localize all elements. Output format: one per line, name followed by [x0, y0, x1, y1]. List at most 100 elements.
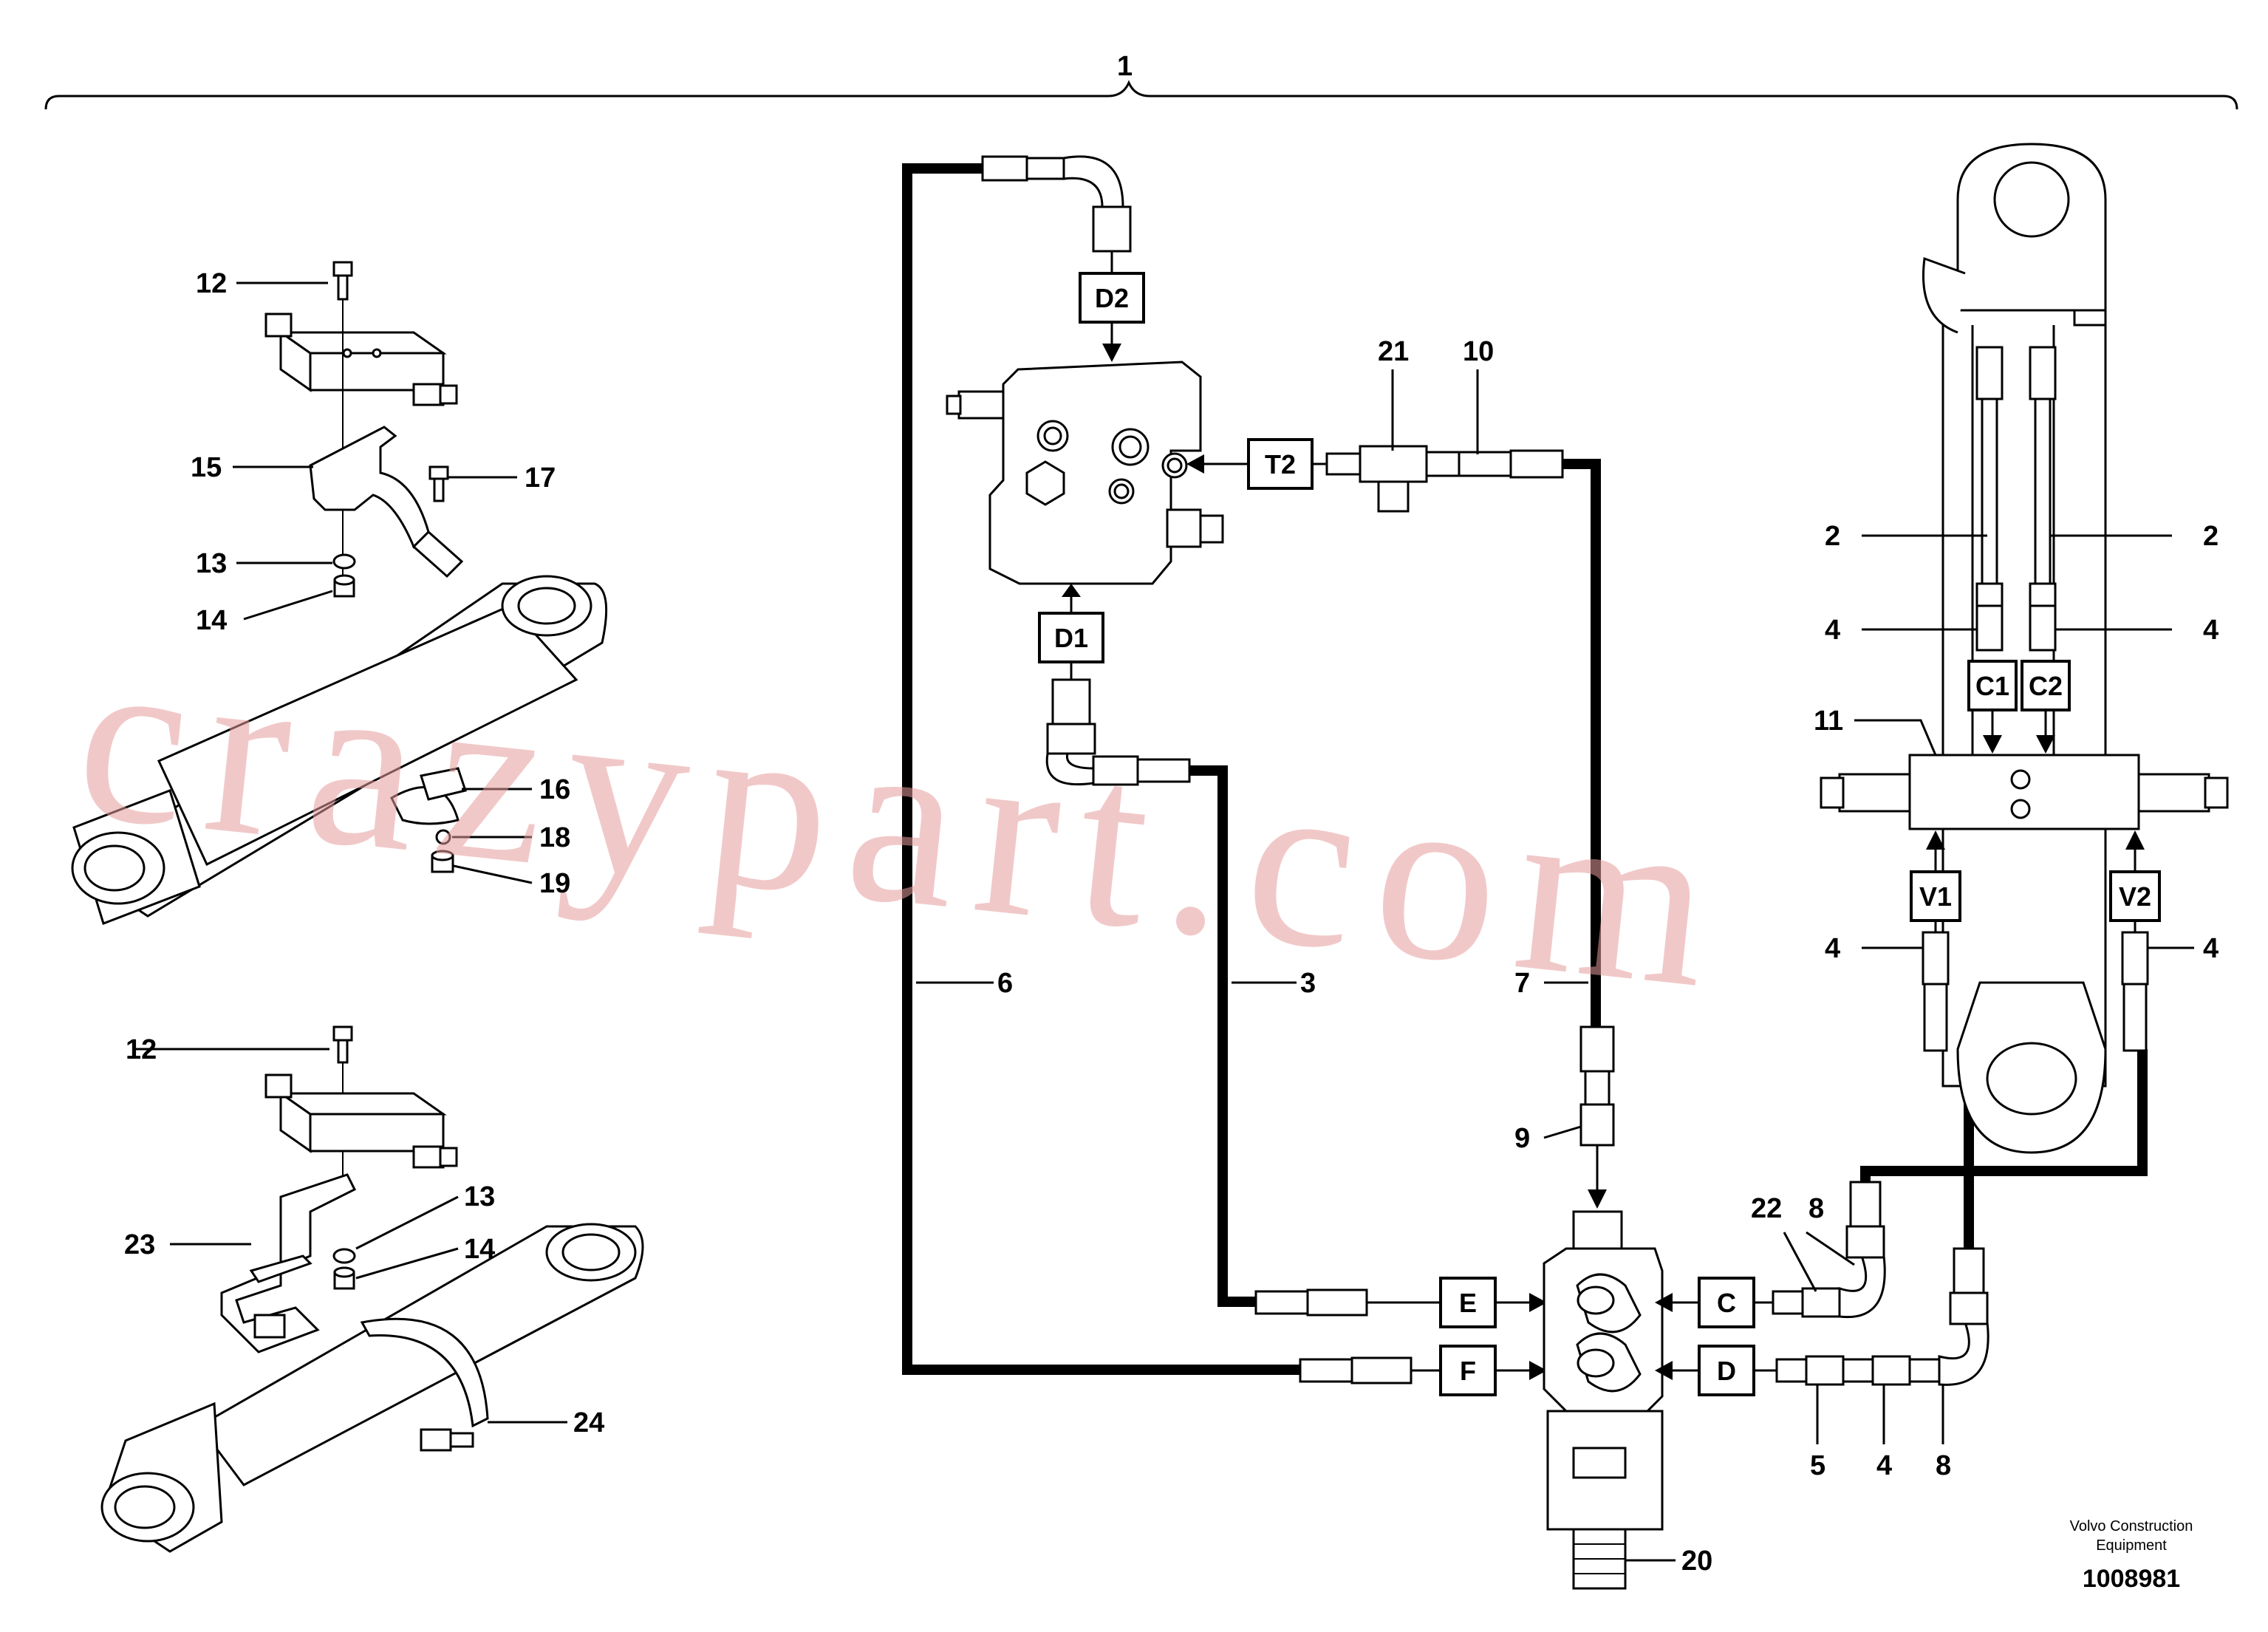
- callout-4-upper-right: 4: [2203, 615, 2219, 646]
- hydraulic-cylinder-upper: [71, 575, 608, 925]
- arrow-t2: [1186, 454, 1204, 474]
- callout-2-left: 2: [1825, 521, 1840, 552]
- hose-6: [902, 163, 1300, 1375]
- callout-14: 14: [196, 605, 227, 636]
- assembly-bracket: 1: [44, 51, 2238, 110]
- port-label-c: C: [1717, 1288, 1736, 1318]
- screw-12-lower: [332, 1025, 353, 1064]
- arrow-c2: [2036, 735, 2055, 754]
- washer-18: [435, 829, 451, 845]
- clamp-16: [420, 767, 467, 801]
- drawing-number: 1008981: [2083, 1565, 2180, 1593]
- callout-8a: 8: [1808, 1193, 1824, 1224]
- callout-9: 9: [1514, 1123, 1530, 1154]
- callout-18: 18: [539, 822, 570, 853]
- port-label-d: D: [1717, 1356, 1736, 1386]
- callout-2-right: 2: [2203, 521, 2219, 552]
- valve-block-lower: [264, 1073, 458, 1169]
- port-box-d: [1698, 1345, 1755, 1396]
- company-name: Volvo Construction: [2070, 1518, 2193, 1534]
- callout-12b: 12: [126, 1034, 157, 1065]
- callout-12: 12: [196, 268, 227, 299]
- port-label-v1: V1: [1919, 881, 1952, 912]
- port-box-v1: [1910, 870, 1961, 922]
- port-label-d2: D2: [1095, 283, 1129, 313]
- port-box-c: [1698, 1277, 1755, 1328]
- callout-17: 17: [525, 462, 556, 494]
- tee-fitting-21: [1359, 445, 1428, 483]
- adapter-10: [1458, 451, 1512, 477]
- callout-8b: 8: [1936, 1450, 1951, 1481]
- arrow-d: [1655, 1361, 1673, 1380]
- upper-left-cylinder-group: 12 15 17 13 14 16 18 19: [71, 261, 608, 925]
- screw-12-upper: [332, 261, 353, 301]
- nut-14-lower: [333, 1266, 355, 1290]
- callout-3: 3: [1300, 968, 1316, 999]
- lift-cylinder-right: [1922, 143, 2107, 1154]
- callout-7: 7: [1514, 968, 1530, 999]
- right-cylinder-group: C1 C2 V1 V2 2: [1814, 143, 2229, 1154]
- callout-5: 5: [1810, 1450, 1825, 1481]
- port-box-e: [1439, 1277, 1497, 1328]
- callout-10: 10: [1463, 336, 1494, 367]
- washer-13-upper: [332, 553, 356, 570]
- company-name-2: Equipment: [2096, 1537, 2167, 1554]
- arrow-d1: [1062, 584, 1081, 597]
- port-box-c1: [1967, 660, 2018, 711]
- port-box-d2: [1079, 272, 1145, 324]
- port-label-c2: C2: [2029, 671, 2063, 701]
- callout-4-lower-right: 4: [2203, 933, 2219, 964]
- callout-19: 19: [539, 868, 570, 899]
- port-box-t2: [1247, 438, 1314, 490]
- solenoid-valve-20: [1543, 1210, 1664, 1590]
- washer-13-lower: [332, 1248, 356, 1264]
- callout-13b: 13: [464, 1181, 495, 1212]
- port-label-v2: V2: [2119, 881, 2151, 912]
- hose-3: [1189, 765, 1256, 1307]
- callout-23: 23: [124, 1229, 155, 1260]
- callout-13: 13: [196, 548, 227, 579]
- arrow-c1: [1983, 735, 2002, 754]
- valve-block-upper: [264, 313, 458, 406]
- callout-4c: 4: [1876, 1450, 1892, 1481]
- arrow-valve-inlet: [1588, 1189, 1607, 1209]
- hose-7: [1562, 459, 1601, 1027]
- port-box-c2: [2021, 660, 2071, 711]
- callout-4-lower-left: 4: [1825, 933, 1840, 964]
- lower-left-cylinder-group: 12 13 14 23 24: [100, 1025, 644, 1553]
- callout-1: 1: [1117, 51, 1133, 82]
- callout-20: 20: [1681, 1546, 1712, 1577]
- port-label-e: E: [1459, 1288, 1477, 1318]
- arrow-e: [1529, 1293, 1547, 1312]
- port-label-f: F: [1460, 1356, 1476, 1386]
- port-box-d1: [1038, 612, 1104, 663]
- hose-8-upper: [1860, 1049, 2148, 1182]
- bracket-23: [220, 1173, 357, 1353]
- hydraulic-cylinder-lower: [100, 1223, 644, 1553]
- arrow-v1: [1926, 830, 1945, 850]
- callout-15: 15: [191, 452, 222, 483]
- callout-14b: 14: [464, 1234, 495, 1265]
- central-circuit: D2 T2: [902, 155, 2148, 1590]
- arrow-c: [1655, 1293, 1673, 1312]
- clamp-15: [309, 426, 464, 578]
- callout-11: 11: [1814, 706, 1843, 737]
- control-valve-block: [946, 361, 1224, 585]
- callout-24: 24: [573, 1407, 604, 1438]
- port-label-t2: T2: [1265, 449, 1296, 479]
- callout-22: 22: [1751, 1193, 1782, 1224]
- fitting-9: [1579, 1103, 1615, 1147]
- callout-4-upper-left: 4: [1825, 615, 1840, 646]
- arrow-f: [1529, 1361, 1547, 1380]
- nut-14-upper: [333, 574, 355, 598]
- callout-21: 21: [1378, 336, 1409, 367]
- screw-17: [428, 465, 449, 502]
- arrow-d2: [1102, 344, 1121, 362]
- port-label-d1: D1: [1054, 623, 1088, 653]
- port-box-v2: [2109, 870, 2161, 922]
- callout-16: 16: [539, 774, 570, 805]
- footer: Volvo Construction Equipment 1008981: [2070, 1518, 2193, 1593]
- nut-19: [431, 850, 454, 873]
- port-label-c1: C1: [1975, 671, 2009, 701]
